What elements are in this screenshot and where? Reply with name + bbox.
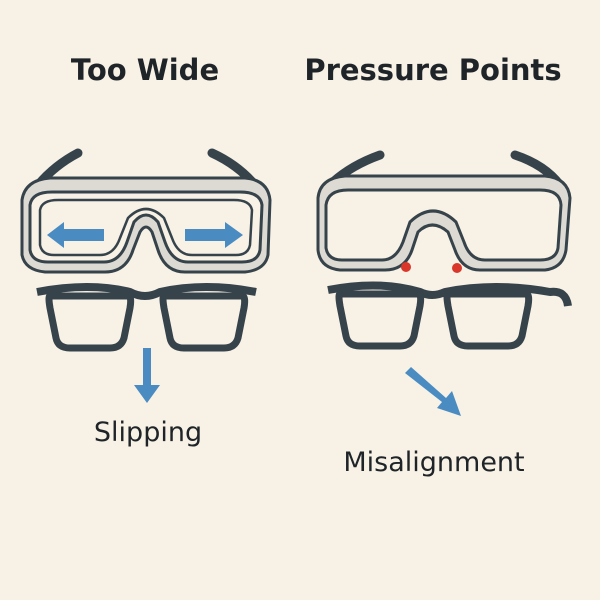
arrow-left-icon <box>47 222 104 248</box>
left-wide-arrows <box>47 222 243 248</box>
right-goggles <box>316 150 572 272</box>
slipping-arrow-icon <box>134 348 160 403</box>
caption-slipping: Slipping <box>93 417 203 448</box>
panel-title-pressure-points: Pressure Points <box>304 53 562 87</box>
arrow-right-icon <box>185 222 243 248</box>
pressure-point-left <box>401 262 411 272</box>
right-eyeglasses <box>327 281 572 350</box>
left-eyeglasses <box>36 283 257 352</box>
panel-title-too-wide: Too Wide <box>70 53 220 87</box>
left-goggles <box>20 148 272 274</box>
caption-misalignment: Misalignment <box>343 447 525 478</box>
misalignment-arrow-icon <box>405 367 461 416</box>
pressure-point-right <box>452 263 462 273</box>
